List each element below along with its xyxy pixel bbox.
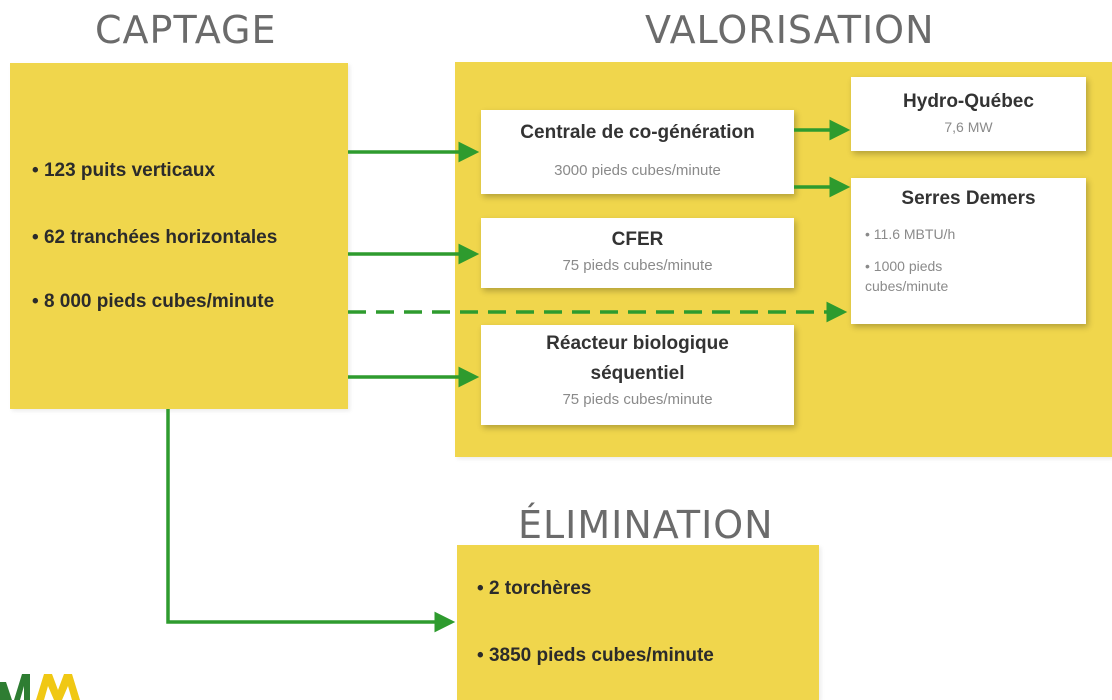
hydro-card: Hydro-Québec 7,6 MW bbox=[851, 77, 1086, 151]
reacteur-card: Réacteur biologique séquentiel 75 pieds … bbox=[481, 325, 794, 425]
reacteur-sub: 75 pieds cubes/minute bbox=[562, 391, 713, 408]
captage-item: 123 puits verticaux bbox=[32, 160, 215, 182]
elimination-item: 2 torchères bbox=[477, 578, 591, 600]
hydro-sub: 7,6 MW bbox=[944, 119, 993, 135]
hydro-title: Hydro-Québec bbox=[903, 91, 1034, 112]
serres-item-2-cont: cubes/minute bbox=[865, 278, 949, 294]
cfer-sub: 75 pieds cubes/minute bbox=[562, 257, 713, 274]
captage-item: 8 000 pieds cubes/minute bbox=[32, 291, 274, 313]
cogen-card: Centrale de co-génération 3000 pieds cub… bbox=[481, 110, 794, 194]
heading-elimination: ÉLIMINATION bbox=[518, 503, 774, 547]
serres-item-1-text: 11.6 MBTU/h bbox=[873, 226, 956, 242]
heading-valorisation: VALORISATION bbox=[645, 8, 935, 52]
cfer-card: CFER 75 pieds cubes/minute bbox=[481, 218, 794, 288]
captage-item: 62 tranchées horizontales bbox=[32, 227, 277, 249]
company-logo bbox=[0, 674, 80, 700]
captage-box: 123 puits verticaux 62 tranchées horizon… bbox=[10, 63, 348, 409]
reacteur-title-2: séquentiel bbox=[590, 363, 685, 384]
serres-title: Serres Demers bbox=[901, 188, 1036, 209]
reacteur-title-1: Réacteur biologique bbox=[546, 333, 729, 354]
serres-item-2: • 1000 pieds bbox=[865, 258, 943, 274]
heading-captage: CAPTAGE bbox=[95, 8, 277, 52]
arrow-captage-elimination bbox=[166, 409, 456, 633]
serres-item-2-line1: 1000 pieds bbox=[873, 258, 943, 274]
cogen-title: Centrale de co-génération bbox=[520, 122, 755, 143]
elimination-box: 2 torchères 3850 pieds cubes/minute bbox=[457, 545, 819, 700]
elimination-item: 3850 pieds cubes/minute bbox=[477, 645, 714, 667]
cogen-sub: 3000 pieds cubes/minute bbox=[554, 162, 721, 179]
serres-item-1: • 11.6 MBTU/h bbox=[865, 226, 956, 242]
serres-card: Serres Demers • 11.6 MBTU/h • 1000 pieds… bbox=[851, 178, 1086, 324]
cfer-title: CFER bbox=[611, 229, 664, 250]
